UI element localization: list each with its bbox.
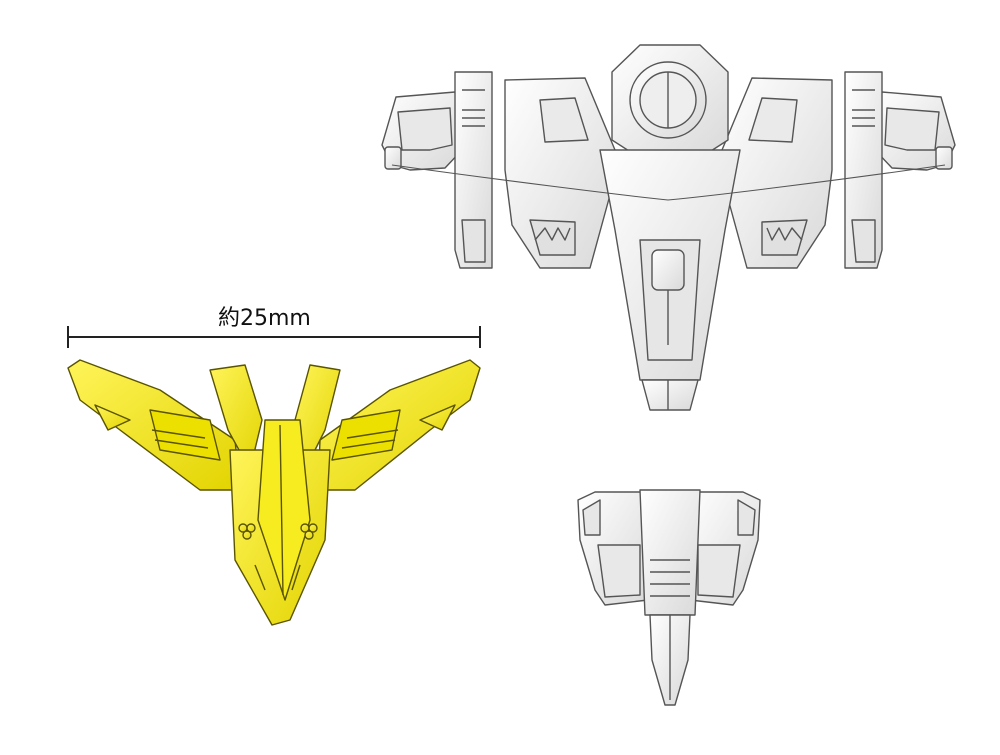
perspective-view-model [67,359,481,626]
rear-view-model [577,489,761,706]
top-view-model [381,44,956,411]
dimension-line [67,326,481,348]
dimension-label: 約25mm [218,306,311,331]
